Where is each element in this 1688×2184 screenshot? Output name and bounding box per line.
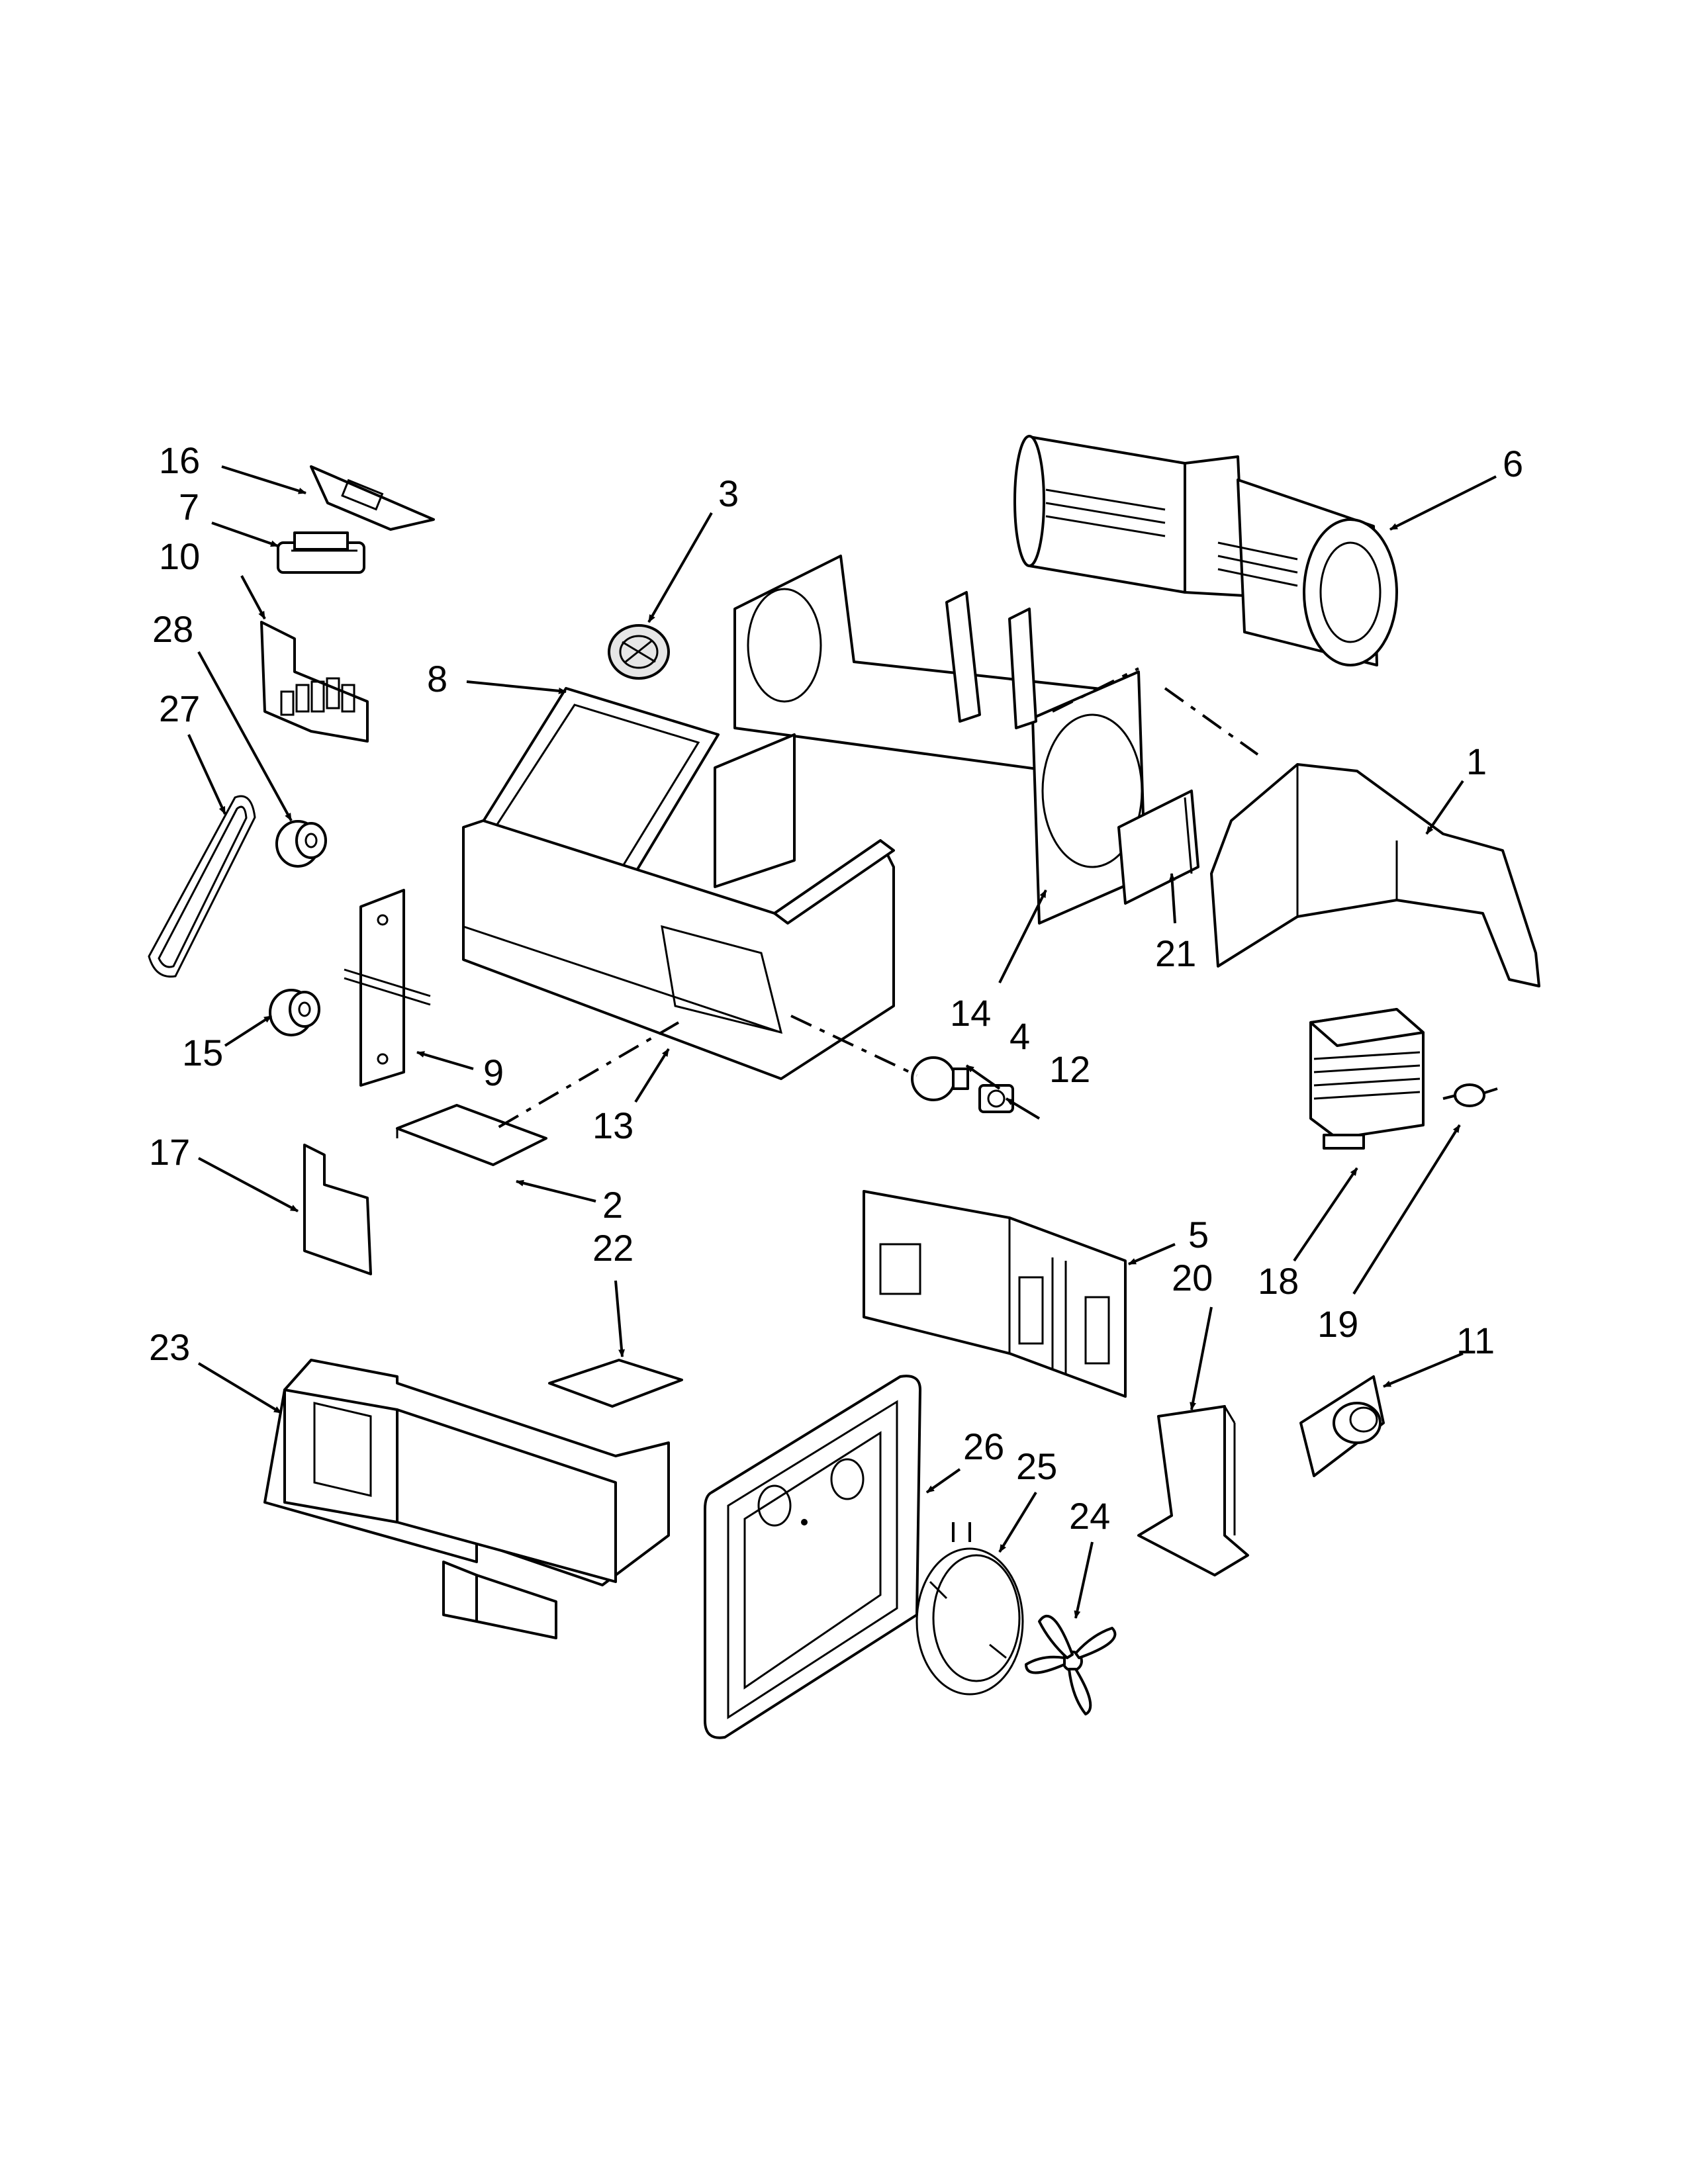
- callout-10: 10: [159, 535, 200, 577]
- part-7-capacitor: [277, 531, 365, 574]
- callout-22: 22: [592, 1227, 633, 1269]
- callout-26: 26: [963, 1426, 1004, 1467]
- part-16-label-plate: [310, 465, 435, 531]
- callout-7: 7: [179, 486, 199, 527]
- part-1-vent-duct: [1210, 763, 1540, 987]
- callout-14: 14: [950, 992, 991, 1034]
- callout-24: 24: [1069, 1495, 1110, 1537]
- callout-18: 18: [1258, 1260, 1299, 1302]
- callout-9: 9: [483, 1052, 504, 1093]
- callout-4: 4: [1009, 1015, 1030, 1057]
- callout-labels: 16 7 10 28 27 3 6 8 1 21 14 4 12 15 9 13…: [149, 439, 1523, 1537]
- callout-5: 5: [1188, 1214, 1209, 1255]
- part-14-air-duct: [733, 555, 1147, 925]
- callout-20: 20: [1172, 1257, 1213, 1298]
- part-28-pulley: [275, 820, 327, 868]
- callout-19: 19: [1317, 1303, 1358, 1345]
- part-2-shield-plate: [396, 1104, 547, 1166]
- part-20-duct-elbow: [1137, 1405, 1249, 1576]
- part-17-cover-plate: [303, 1144, 372, 1275]
- callout-25: 25: [1016, 1445, 1057, 1487]
- callout-17: 17: [149, 1131, 190, 1173]
- callout-16: 16: [159, 439, 200, 481]
- part-9-motor-bracket: [344, 889, 431, 1087]
- part-26-door-gasket: [704, 1375, 921, 1739]
- callout-15: 15: [182, 1032, 223, 1073]
- callout-6: 6: [1503, 443, 1523, 484]
- part-15-pulley: [269, 989, 320, 1036]
- part-11-switch-assembly: [1299, 1375, 1385, 1477]
- callout-12: 12: [1049, 1048, 1090, 1090]
- callout-13: 13: [592, 1105, 633, 1146]
- part-6-blower-assembly: [1013, 435, 1398, 666]
- part-22-insulation-pad: [548, 1359, 683, 1408]
- part-25-heating-element: [915, 1522, 1024, 1696]
- part-13-base-frame: [462, 733, 895, 1080]
- callout-3: 3: [718, 473, 739, 514]
- callout-1: 1: [1466, 741, 1487, 782]
- callout-21: 21: [1155, 933, 1196, 974]
- part-18-transformer: [1309, 1008, 1425, 1150]
- part-3-fan-motor: [608, 624, 670, 680]
- callout-23: 23: [149, 1326, 190, 1368]
- part-10-terminal-board: [260, 621, 369, 743]
- part-5-cavity-panel: [863, 1190, 1127, 1398]
- part-23-control-housing: [263, 1359, 670, 1639]
- part-4-light-bulb: [911, 1056, 969, 1101]
- callout-8: 8: [427, 658, 447, 700]
- callout-28: 28: [152, 608, 193, 650]
- callout-2: 2: [602, 1184, 623, 1226]
- part-24-fan-blade: [1025, 1614, 1117, 1715]
- part-27-belt: [148, 795, 256, 978]
- part-19-thermal-fuse: [1442, 1083, 1498, 1107]
- assembly-lines: [495, 667, 1259, 1130]
- callout-11: 11: [1456, 1320, 1495, 1361]
- callout-27: 27: [159, 688, 200, 729]
- leader-lines: [187, 465, 1497, 1619]
- part-21-stirrer-cover: [1117, 790, 1199, 905]
